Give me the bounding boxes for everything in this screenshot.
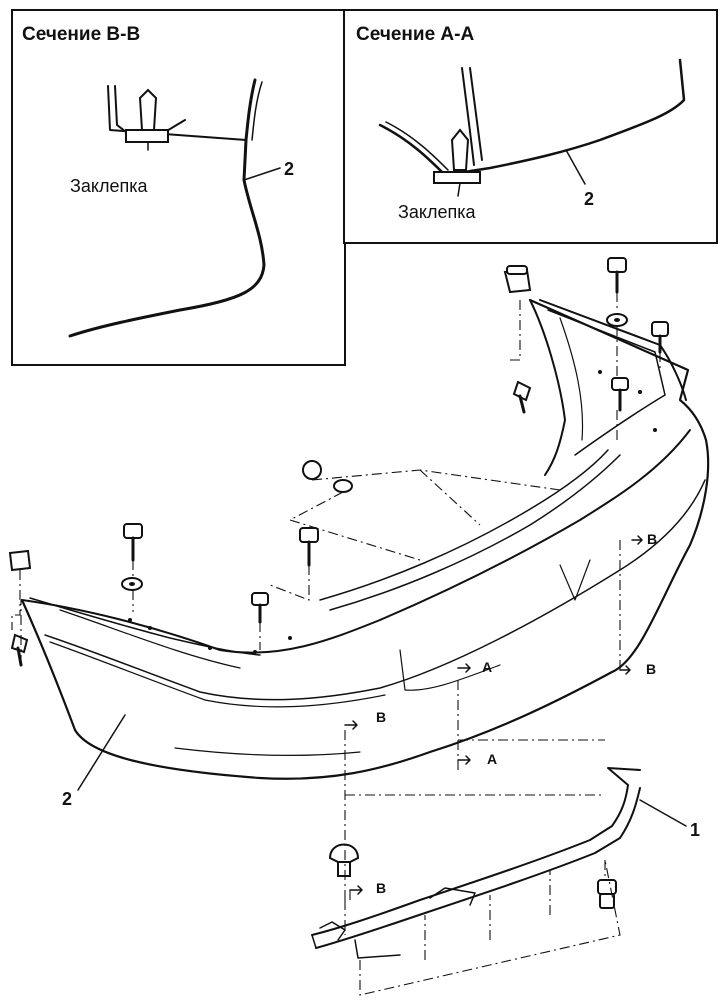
fastener-bolt-right-side: [651, 321, 669, 354]
section-mark-b-left: B: [376, 709, 386, 725]
fastener-bolt-center: [299, 527, 319, 567]
inset-section-b-b: Сечение B-B Заклепка 2: [11, 9, 346, 366]
fastener-washer-right: [606, 313, 628, 327]
fastener-bolt-top-right: [607, 257, 627, 294]
fastener-screw-right-lower: [512, 380, 532, 414]
fastener-bolt-bottom-right: [597, 879, 617, 909]
inset-a-title: Сечение A-A: [356, 24, 474, 45]
fastener-clip-top-right: [503, 265, 532, 294]
callout-bumper-number: 2: [62, 789, 72, 809]
inset-b-rivet-label: Заклепка: [70, 176, 148, 196]
section-mark-b-bottom: B: [376, 880, 386, 896]
rear-bumper-cover: [20, 298, 710, 780]
fastener-screw-right: [611, 377, 629, 412]
callout-bracket-number: 1: [690, 820, 700, 840]
fastener-washer-left: [121, 577, 143, 591]
fastener-screw-far-left: [10, 633, 29, 667]
section-mark-a-upper: A: [482, 659, 492, 675]
inset-a-rivet-label: Заклепка: [398, 202, 476, 222]
inset-b-part-number: 2: [284, 159, 294, 179]
inset-a-part-number: 2: [584, 189, 594, 209]
assembly-guide-lines: [11, 292, 661, 996]
lower-reinforcement-bracket: [311, 767, 687, 959]
section-arrows: [344, 535, 643, 895]
section-mark-a-lower: A: [487, 751, 497, 767]
section-mark-b-right: B: [646, 661, 656, 677]
fastener-push-clip-bottom: [328, 843, 360, 877]
flange-holes: [128, 370, 657, 654]
fastener-nut-center: [302, 460, 353, 493]
section-mark-b-upper: B: [647, 531, 657, 547]
fastener-bolt-left: [123, 523, 143, 562]
inset-section-a-a: Сечение A-A Заклепка 2: [343, 9, 718, 244]
inset-b-title: Сечение B-B: [22, 24, 140, 45]
fastener-clip-far-left: [8, 549, 32, 572]
fastener-clip-center-left: [251, 592, 269, 624]
